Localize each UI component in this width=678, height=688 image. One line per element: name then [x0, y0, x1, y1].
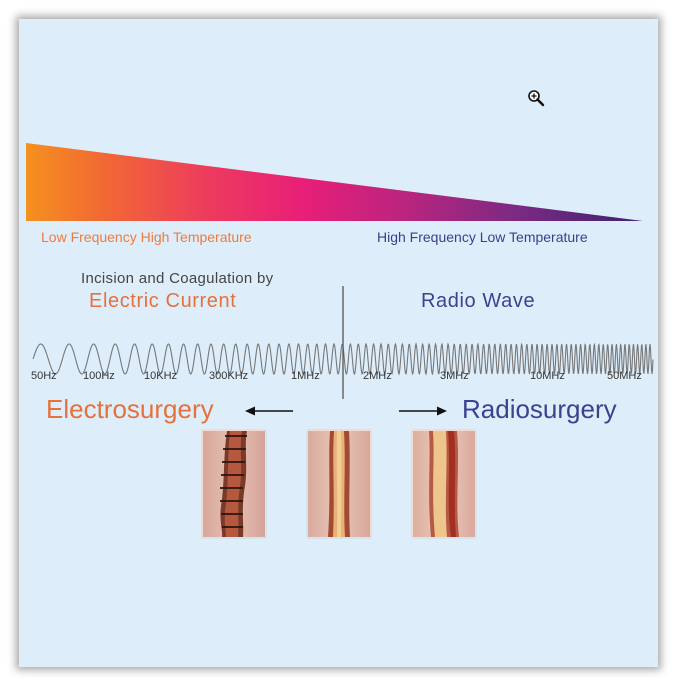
freq-label-2mhz: 2MHz	[363, 370, 392, 382]
freq-label-100hz: 100Hz	[83, 370, 115, 382]
electric-current-heading: Electric Current	[89, 290, 237, 312]
frequency-waveform	[32, 286, 654, 399]
low-frequency-label: Low Frequency High Temperature	[41, 229, 252, 245]
freq-label-50mhz: 50MHz	[607, 370, 642, 382]
freq-label-300khz: 300KHz	[209, 370, 249, 382]
radiosurgery-label: Radiosurgery	[462, 394, 617, 424]
high-frequency-label: High Frequency Low Temperature	[377, 229, 588, 245]
arrow-right-icon	[399, 406, 447, 416]
freq-label-50hz: 50Hz	[31, 370, 57, 382]
tissue-center-photo	[307, 430, 371, 538]
diagram-frame: Low Frequency High Temperature High Freq…	[19, 19, 658, 667]
freq-label-10khz: 10KHz	[144, 370, 178, 382]
incision-heading: Incision and Coagulation by	[81, 270, 274, 287]
arrow-left-icon	[245, 406, 293, 416]
temperature-gradient-wedge	[26, 143, 643, 221]
freq-label-1mhz: 1MHz	[291, 370, 320, 382]
tissue-radiosurgery-photo	[412, 430, 476, 538]
electrosurgery-label: Electrosurgery	[46, 394, 214, 424]
radio-wave-heading: Radio Wave	[421, 290, 536, 312]
freq-label-10mhz: 10MHz	[530, 370, 565, 382]
tissue-electrosurgery-photo	[202, 430, 266, 538]
freq-label-3mhz: 3MHz	[440, 370, 469, 382]
zoom-in-icon[interactable]	[527, 89, 545, 107]
